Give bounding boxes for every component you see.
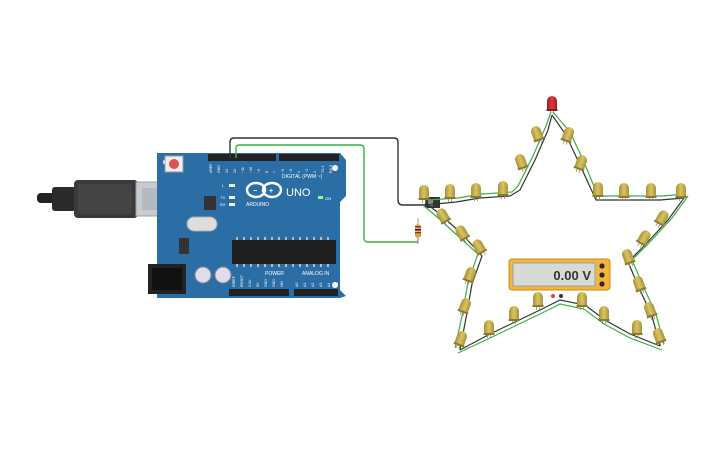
digital-header[interactable] [208,154,339,161]
yellow-led[interactable] [452,330,468,351]
yellow-led[interactable] [508,306,520,324]
pin-label: 2 [313,171,317,173]
pin-label: ~3 [305,169,309,173]
multimeter-display: 0.00 V [553,268,591,283]
power-jack[interactable] [148,264,186,294]
digital-label: DIGITAL (PWM ~) [282,174,322,180]
probe-terminal[interactable] [599,281,605,287]
pin-label: A1 [303,283,307,287]
multimeter[interactable]: 0.00 V [508,258,611,298]
pin-label: 12 [233,169,237,173]
pin-label: 5V [256,282,260,287]
pin-label: RX 0 [329,165,333,173]
probe-terminal[interactable] [599,272,605,278]
pin-label: ~10 [249,167,253,173]
yellow-led[interactable] [529,125,545,146]
yellow-led[interactable] [645,183,657,201]
crystal-oscillator [186,216,218,232]
reset-button[interactable] [164,155,184,173]
pin-label: VIN [280,281,284,287]
pin-label: AREF [209,163,213,173]
probe-black-icon [559,294,563,298]
yellow-led[interactable] [513,153,529,174]
pin-label: A4 [327,283,331,287]
yellow-led[interactable] [651,327,667,348]
pin-label: 8 [265,171,269,173]
pin-label: 13 [225,169,229,173]
yellow-led[interactable] [456,297,472,318]
power-label: POWER [265,271,284,277]
arduino-logo-icon: − + [245,181,283,199]
yellow-led[interactable] [461,266,477,287]
yellow-led[interactable] [559,126,575,147]
svg-text:−: − [253,188,257,195]
pin-label: RESET [240,274,244,287]
yellow-led[interactable] [576,292,588,310]
yellow-led[interactable] [453,223,472,244]
yellow-led[interactable] [497,181,509,199]
yellow-led[interactable] [418,185,430,203]
yellow-led[interactable] [618,183,630,201]
analog-header[interactable] [294,289,338,296]
pin-label: ~11 [241,167,245,173]
pin-label: A3 [319,283,323,287]
voltage-regulator [179,238,189,254]
yellow-led[interactable] [631,275,647,296]
pin-label: ~6 [281,169,285,173]
pin-label: GND [217,165,221,173]
yellow-led[interactable] [572,154,588,175]
l-label: L [222,183,225,188]
pin-label: A0 [295,283,299,287]
yellow-led[interactable] [652,208,671,229]
led-layer [418,96,687,351]
analog-pin-labels: A0 A1 A2 A3 A4 A5 [295,283,339,287]
pin-label: ~9 [257,169,261,173]
svg-text:+: + [269,188,273,195]
board-model: UNO [286,187,311,199]
yellow-led[interactable] [634,228,653,249]
probe-red-icon [551,294,555,298]
power-pin-labels: IOREF RESET 3.3V 5V GND GND VIN [232,274,284,287]
yellow-led[interactable] [620,248,636,269]
on-label: ON [325,196,331,201]
wire-green[interactable] [235,144,418,243]
yellow-led[interactable] [483,320,495,338]
slide-switch[interactable] [425,197,440,208]
yellow-led[interactable] [434,206,453,227]
yellow-led[interactable] [642,301,658,322]
yellow-led[interactable] [470,183,482,201]
pin-label: 3.3V [248,279,252,287]
pin-label: A5 [335,283,339,287]
yellow-led[interactable] [444,184,456,202]
pin-label: TX 1 [321,165,325,173]
pin-label: 7 [273,171,277,173]
resistor[interactable] [415,218,421,244]
yellow-led[interactable] [532,292,544,310]
yellow-led[interactable] [592,182,604,200]
pin-label: IOREF [232,275,236,287]
yellow-led[interactable] [470,237,489,258]
red-led[interactable] [546,96,558,114]
board-brand: ARDUINO [246,202,269,208]
power-led-icon [318,196,323,199]
pin-label: 4 [297,171,301,173]
tx-label: TX [220,195,225,200]
rx-label: RX [220,202,226,207]
power-header[interactable] [229,289,289,296]
pin-label: ~5 [289,169,293,173]
probe-terminal[interactable] [599,263,605,269]
analog-label: ANALOG IN [302,271,330,277]
usb-chip [204,196,216,210]
yellow-led[interactable] [598,306,610,324]
digital-pin-labels: AREF GND 13 12 ~11 ~10 ~9 8 7 ~6 ~5 4 ~3 2 TX 1 RX 0 [209,163,333,173]
pin-label: GND [272,279,276,287]
pin-label: A2 [311,283,315,287]
wire-black[interactable] [229,137,426,206]
arduino-uno-board[interactable]: DIGITAL (PWM ~) − + UNO ARDUINO ON L TX … [148,153,346,298]
pin-label: GND [264,279,268,287]
atmega-chip [232,240,336,264]
yellow-led[interactable] [631,320,643,338]
yellow-led[interactable] [675,183,687,201]
